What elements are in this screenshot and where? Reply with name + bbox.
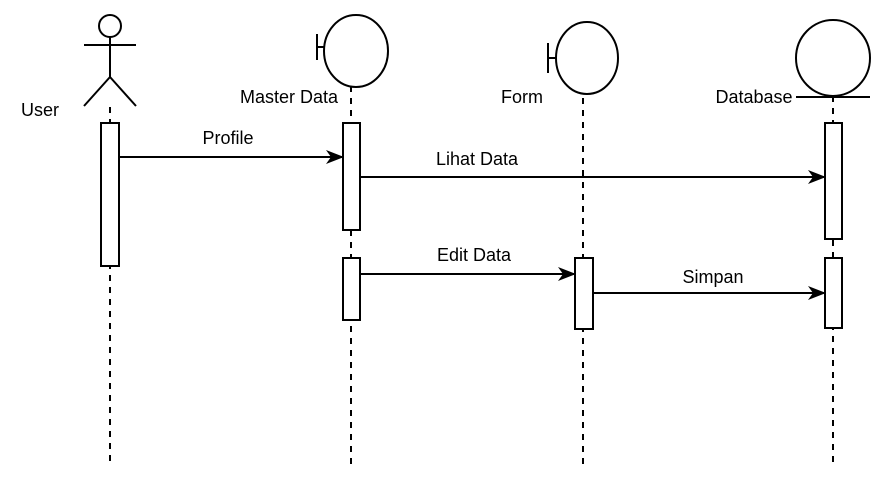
- form-activation: [574, 257, 594, 330]
- database-entity-icon: [795, 19, 871, 98]
- master-data-activation-2: [342, 257, 361, 321]
- database-activation-2: [824, 257, 843, 329]
- database-label: Database: [715, 87, 792, 107]
- user-activation: [100, 122, 120, 267]
- lihat-data-message-label: Lihat Data: [436, 149, 519, 169]
- simpan-message-label: Simpan: [682, 267, 743, 287]
- master-data-boundary-icon: [316, 14, 389, 88]
- master-data-label: Master Data: [240, 87, 339, 107]
- edit-data-message-label: Edit Data: [437, 245, 512, 265]
- profile-message-label: Profile: [202, 128, 253, 148]
- user-actor-icon: [83, 14, 137, 107]
- form-label: Form: [501, 87, 543, 107]
- form-boundary-icon: [547, 21, 619, 95]
- user-label: User: [21, 100, 59, 120]
- master-data-activation-1: [342, 122, 361, 231]
- database-activation-1: [824, 122, 843, 240]
